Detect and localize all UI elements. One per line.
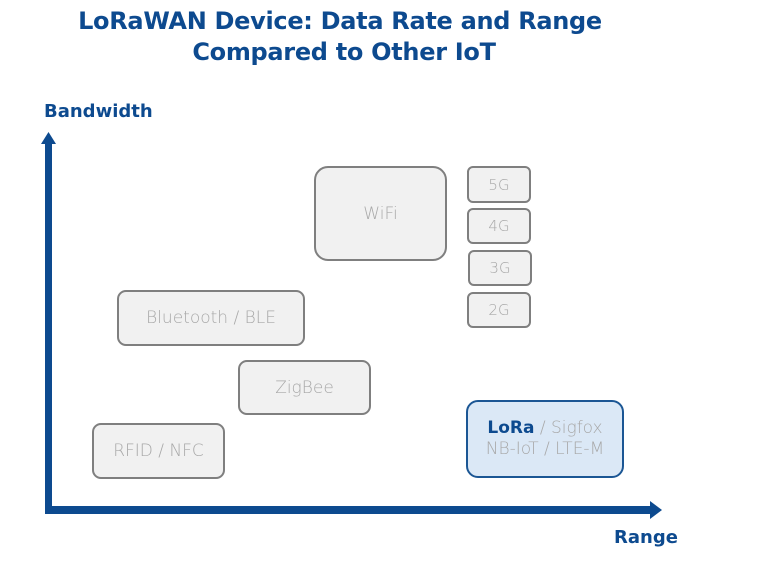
y-axis-line	[45, 142, 52, 514]
title-line-2: Compared to Other IoT	[192, 38, 496, 66]
y-axis-arrowhead-icon	[41, 132, 56, 144]
tech-label-rfid: RFID / NFC	[113, 441, 204, 461]
lora-line-2: NB-IoT / LTE-M	[485, 439, 605, 459]
tech-box-bluetooth: Bluetooth / BLE	[117, 290, 305, 346]
tech-box-wifi: WiFi	[314, 166, 447, 261]
tech-box-2g: 2G	[467, 292, 531, 328]
tech-box-5g: 5G	[467, 166, 531, 203]
sigfox-label: / Sigfox	[534, 418, 603, 438]
lora-highlight-label: LoRa	[487, 418, 535, 438]
y-axis-label: Bandwidth	[44, 101, 153, 122]
x-axis-line	[45, 506, 651, 514]
y-axis	[41, 132, 56, 514]
tech-box-4g: 4G	[467, 208, 531, 244]
tech-label-3g: 3G	[489, 259, 511, 277]
title-line-1: LoRaWAN Device: Data Rate and Range	[78, 7, 602, 35]
tech-label-zigbee: ZigBee	[275, 377, 334, 398]
tech-box-lora: LoRa / Sigfox NB-IoT / LTE-M	[466, 400, 624, 478]
tech-label-5g: 5G	[488, 175, 510, 194]
tech-label-wifi: WiFi	[363, 204, 398, 224]
tech-label-bluetooth: Bluetooth / BLE	[146, 308, 276, 328]
x-axis-arrowhead-icon	[650, 501, 662, 519]
diagram-title: LoRaWAN Device: Data Rate and Range Comp…	[0, 6, 680, 68]
tech-box-rfid: RFID / NFC	[92, 423, 225, 479]
lora-line-1: LoRa / Sigfox	[487, 418, 602, 439]
x-axis	[45, 501, 662, 519]
tech-box-3g: 3G	[468, 250, 532, 286]
tech-label-2g: 2G	[488, 301, 510, 319]
x-axis-label: Range	[614, 527, 678, 548]
tech-label-4g: 4G	[488, 217, 510, 235]
tech-box-zigbee: ZigBee	[238, 360, 371, 415]
